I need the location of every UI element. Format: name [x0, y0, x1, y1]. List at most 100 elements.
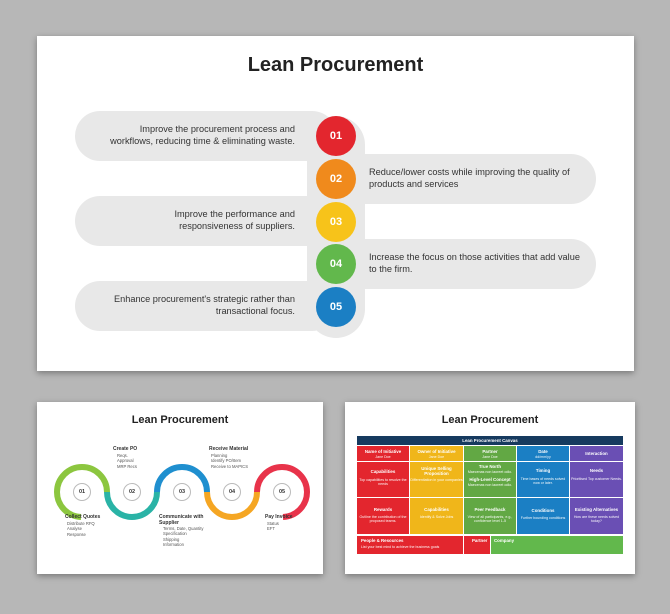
- cell-text: Outline the contribution of the proposed…: [359, 515, 407, 524]
- cell-heading: Interaction: [585, 451, 608, 456]
- cell-heading: True North: [478, 464, 502, 469]
- canvas-title: Lean Procurement: [441, 414, 539, 426]
- number-badge-05: 05: [316, 287, 356, 327]
- cell-heading: Partner: [472, 538, 488, 543]
- canvas-peer-feedback: Peer Feedback View of all participants, …: [464, 498, 516, 534]
- cell-heading: Timing: [535, 468, 551, 473]
- cell-text: Jane Doe: [428, 455, 445, 459]
- flow-heading-04: Receive Material: [209, 446, 249, 452]
- flow-line: Response: [67, 531, 86, 537]
- item-text-02: Reduce/lower costs while improving the q…: [369, 167, 570, 189]
- item-pill-01: Improve the procurement process and work…: [75, 111, 337, 161]
- cell-heading: Owner of Initiative: [417, 449, 456, 454]
- canvas-usp: Unique Selling Proposition Differentiati…: [410, 462, 463, 497]
- number-badge-04: 04: [316, 244, 356, 284]
- flow-line: MRP Recs: [117, 463, 137, 469]
- cell-heading: Date: [538, 449, 548, 454]
- canvas-owner-of-initiative: Owner of Initiative Jane Doe: [410, 446, 463, 461]
- flow-line: Approval: [117, 458, 134, 464]
- cell-text: Time bases of needs solved now or later.: [520, 477, 566, 486]
- canvas-needs: Needs Prioritised Top customer Needs.: [570, 462, 623, 497]
- cell-text: Identify & Solve Jobs: [419, 515, 454, 519]
- cell-text: Jane Doe: [375, 455, 391, 459]
- flow-heading-02: Create PO: [113, 446, 138, 452]
- flow-line: Information: [163, 541, 184, 547]
- cell-heading: People & Resources: [361, 538, 404, 543]
- canvas-people-resources: People & Resources List your best mind t…: [357, 536, 463, 554]
- cell-text: View of all participants, e.g., confiden…: [467, 515, 513, 524]
- flow-heading-01: Collect Quotes: [65, 514, 101, 520]
- flow-line: Identify PO/Item: [211, 458, 242, 464]
- canvas-partner: Partner Jane Doe: [464, 446, 516, 461]
- cell-heading: Rewards: [373, 507, 393, 512]
- item-pill-03: Improve the performance and responsivene…: [75, 196, 337, 246]
- cell-heading: Capabilities: [424, 507, 449, 512]
- item-pill-04: Increase the focus on those activities t…: [329, 239, 596, 289]
- flow-step-05: 05: [273, 483, 291, 501]
- canvas-partner-bottom: Partner: [464, 536, 490, 554]
- cell-heading: Partner: [482, 449, 498, 454]
- item-pill-05: Enhance procurement's strategic rather t…: [75, 281, 337, 331]
- cell-heading: Company: [494, 538, 515, 543]
- cell-heading: Capabilities: [370, 469, 396, 474]
- flow-step-04: 04: [223, 483, 241, 501]
- flow-line: Distribute RFQ: [67, 521, 95, 526]
- cell-text: Maecenas non laoreet odio.: [467, 470, 513, 474]
- canvas-company: Company: [491, 536, 623, 554]
- cell-text: Differentiation in your companies: [410, 478, 463, 482]
- number-badge-03: 03: [316, 202, 356, 242]
- flow-lines-01: Distribute RFQ Analyse Response: [67, 521, 95, 537]
- item-text-05: Enhance procurement's strategic rather t…: [113, 294, 295, 316]
- item-pill-02: Reduce/lower costs while improving the q…: [329, 154, 596, 204]
- flow-step-02: 02: [123, 483, 141, 501]
- flow-line: Analyse: [67, 526, 82, 532]
- canvas-date: Date dd/mm/yy: [517, 446, 569, 461]
- flow-lines-02: Reqs. Approval MRP Recs: [117, 453, 137, 469]
- flow-line: EFT: [267, 526, 275, 532]
- cell-heading: Existing Alternatives: [574, 507, 619, 512]
- flow-line: Specification: [163, 531, 187, 537]
- flow-lines-05: Status EFT: [267, 521, 279, 532]
- cell-heading: Needs: [589, 468, 604, 473]
- cell-text: Jane Doe: [482, 455, 498, 459]
- flow-slide-thumbnail[interactable]: Lean Procurement 01 02 03 04 05 Create P…: [37, 402, 323, 574]
- item-text-04: Increase the focus on those activities t…: [369, 252, 580, 274]
- canvas-interaction: Interaction: [570, 446, 623, 461]
- flow-lines-04: Planning Identify PO/Item Receive to MAP…: [211, 453, 248, 469]
- cell-heading: Conditions: [531, 508, 555, 513]
- item-text-01: Improve the procurement process and work…: [110, 124, 295, 146]
- flow-line: Reqs.: [117, 453, 128, 458]
- canvas-timing: Timing Time bases of needs solved now or…: [517, 462, 569, 497]
- slide-title: Lean Procurement: [247, 54, 424, 76]
- cell-heading: Unique Selling Proposition: [421, 466, 452, 476]
- canvas-true-north: True North Maecenas non laoreet odio. Hi…: [464, 462, 516, 497]
- flow-heading-03: Communicate with Supplier: [159, 514, 204, 526]
- cell-text: Top capabilities to resolve the needs: [359, 478, 407, 487]
- flow-line: Status: [267, 521, 279, 526]
- cell-heading: Name of Initiative: [364, 449, 402, 454]
- cell-heading: Peer Feedback: [474, 507, 506, 512]
- canvas-header-label: Lean Procurement Canvas: [462, 438, 518, 443]
- canvas-conditions: Conditions Further bounding conditions: [517, 498, 569, 534]
- flow-wave-graphic: [53, 464, 311, 520]
- flow-heading-05: Pay Invoice: [265, 514, 293, 520]
- item-text-03: Improve the performance and responsivene…: [174, 209, 295, 231]
- cell-text: Maecenas non laoreet odio.: [467, 483, 513, 488]
- cell-text: dd/mm/yy: [535, 455, 551, 459]
- flow-step-03: 03: [173, 483, 191, 501]
- number-badge-02: 02: [316, 159, 356, 199]
- flow-line: Planning: [211, 453, 228, 458]
- flow-line: Shipping: [163, 536, 180, 542]
- cell-text: How are these needs solved today?: [573, 515, 620, 524]
- canvas-name-of-initiative: Name of Initiative Jane Doe: [357, 446, 409, 461]
- main-slide[interactable]: Lean Procurement Improve the procurement…: [37, 36, 634, 371]
- flow-title: Lean Procurement: [131, 414, 229, 426]
- canvas-capabilities: Capabilities Top capabilities to resolve…: [357, 462, 409, 497]
- cell-text: Further bounding conditions: [520, 516, 566, 520]
- canvas-capabilities-2: Capabilities Identify & Solve Jobs: [410, 498, 463, 534]
- canvas-slide-thumbnail[interactable]: Lean Procurement Lean Procurement Canvas…: [345, 402, 635, 574]
- flow-step-01: 01: [73, 483, 91, 501]
- cell-text: List your best mind to achieve the busin…: [361, 545, 440, 549]
- flow-lines-03: Terms, Date, Quantity Specification Ship…: [163, 526, 204, 547]
- cell-text: Prioritised Top customer Needs.: [571, 477, 622, 481]
